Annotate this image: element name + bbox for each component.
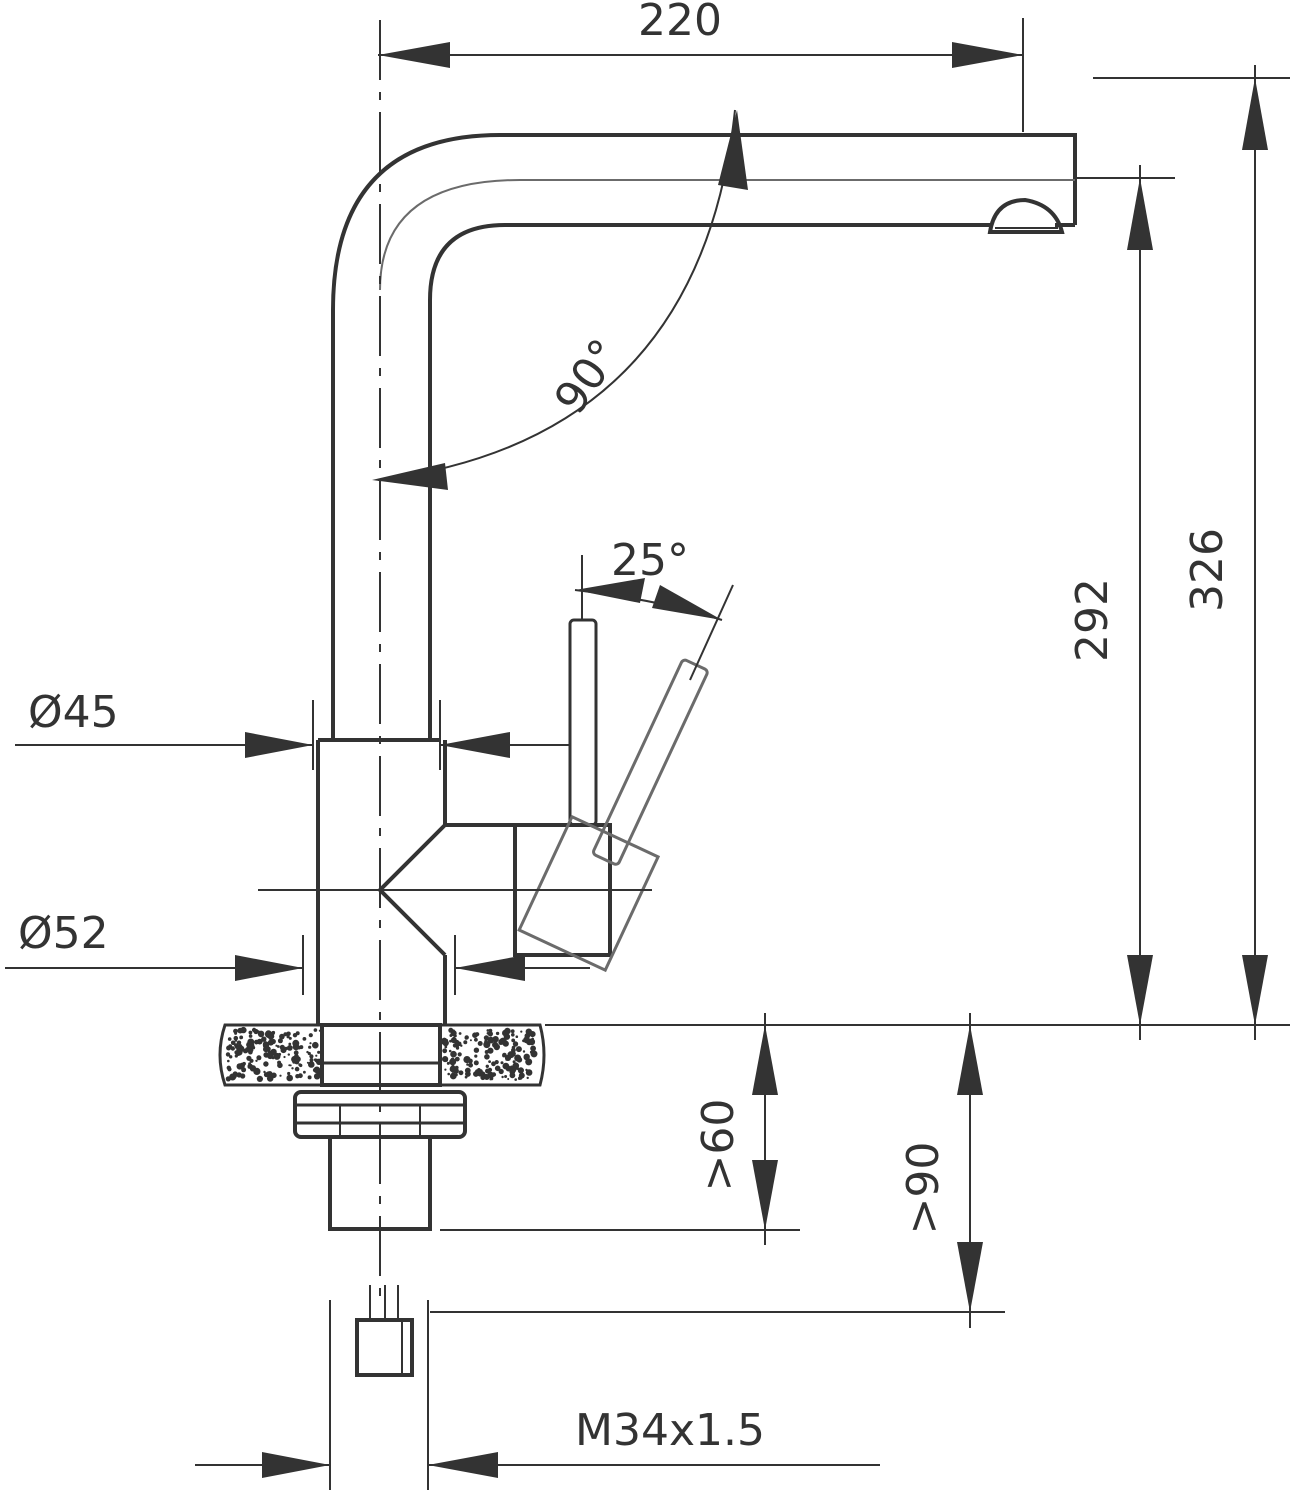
dim-spout-reach-label: 220 bbox=[638, 0, 722, 46]
dim-body-diameter-top-label: Ø45 bbox=[28, 687, 119, 738]
dim-min-below-counter bbox=[440, 1013, 800, 1245]
dim-swivel-angle-label: 90° bbox=[545, 330, 632, 423]
dim-spout-height-label: 292 bbox=[1067, 578, 1118, 662]
dim-lever-angle-label: 25° bbox=[611, 535, 689, 586]
dim-spout-reach bbox=[378, 18, 1024, 132]
mixer-body bbox=[316, 738, 612, 1025]
lever-tilted bbox=[517, 658, 709, 973]
dim-body-diameter-base-label: Ø52 bbox=[18, 908, 109, 959]
dim-body-diameter-base bbox=[5, 935, 590, 995]
dim-swivel-angle bbox=[372, 109, 748, 490]
dim-total-height bbox=[1093, 65, 1290, 1040]
dim-min-below-counter-connection-label: >90 bbox=[898, 1142, 949, 1235]
dim-total-height-label: 326 bbox=[1182, 528, 1233, 612]
dim-min-below-counter-label: >60 bbox=[693, 1099, 744, 1192]
dim-thread bbox=[195, 1300, 880, 1490]
dim-lever-angle bbox=[574, 555, 734, 681]
dim-spout-height bbox=[1075, 165, 1175, 1040]
dim-body-diameter-top bbox=[15, 700, 570, 770]
faucet-outline bbox=[331, 133, 1077, 740]
aerator bbox=[987, 197, 1065, 234]
lever-upright bbox=[568, 618, 598, 827]
countertop bbox=[218, 1023, 546, 1087]
dim-thread-label: M34x1.5 bbox=[575, 1405, 765, 1456]
dim-min-below-counter-connection bbox=[430, 1013, 1005, 1328]
countertop-speckle bbox=[225, 1026, 538, 1082]
hose-connector bbox=[355, 1285, 414, 1377]
